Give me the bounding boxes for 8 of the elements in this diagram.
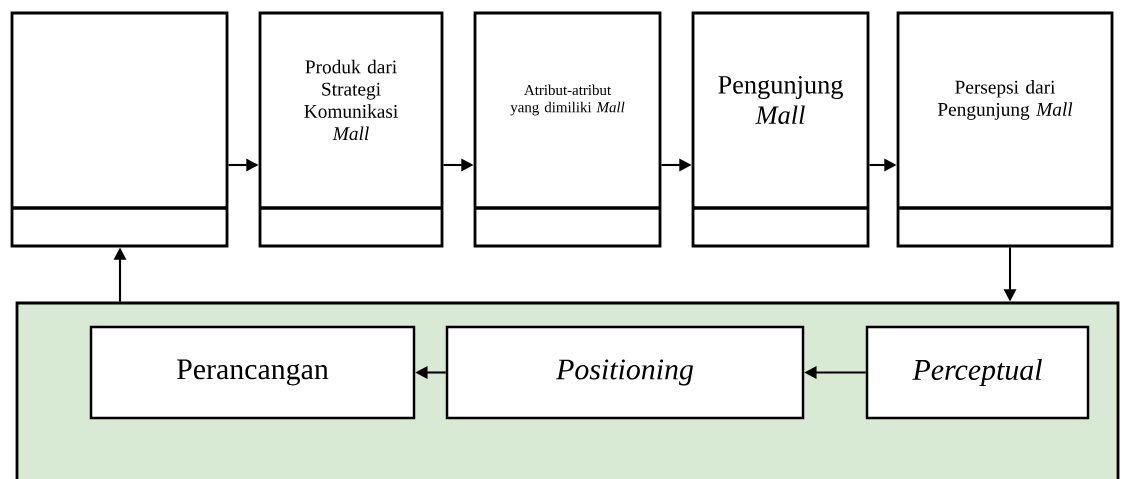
process-box <box>10 11 229 248</box>
process-box: Perancangan <box>89 325 416 420</box>
process-box: Perceptual <box>865 325 1090 420</box>
process-box: Pengunjung Mall <box>691 11 870 248</box>
process-box: Produk dari Strategi Komunikasi Mall <box>258 11 444 248</box>
process-box: Positioning <box>445 325 805 420</box>
process-box: Atribut-atribut yang dimiliki Mall <box>473 11 662 248</box>
process-box: Persepsi dari Pengunjung Mall <box>896 11 1114 248</box>
